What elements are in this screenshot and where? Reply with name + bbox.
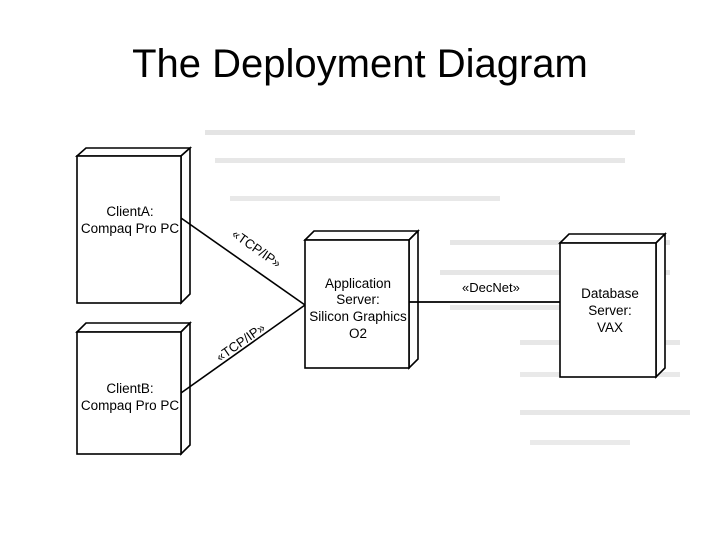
- app-server-line-4: O2: [349, 326, 367, 341]
- app-server-line-3: Silicon Graphics: [309, 309, 407, 324]
- connection-client-b-to-app-server: [180, 304, 306, 394]
- label-decnet: «DecNet»: [462, 280, 520, 295]
- app-server-line-2: Server:: [336, 292, 380, 307]
- node-client-b: ClientB: Compaq Pro PC: [75, 321, 192, 456]
- connection-client-a-to-app-server: [180, 217, 306, 306]
- app-server-line-1: Application: [325, 276, 391, 291]
- slide-title: The Deployment Diagram: [132, 42, 588, 86]
- client-b-name: ClientB:: [106, 381, 153, 396]
- client-a-device: Compaq Pro PC: [81, 221, 180, 236]
- client-b-device: Compaq Pro PC: [81, 398, 180, 413]
- label-tcpip-upper: «TCP/IP»: [229, 226, 284, 271]
- label-tcpip-lower: «TCP/IP»: [213, 320, 268, 365]
- node-application-server: Application Server: Silicon Graphics O2: [303, 229, 420, 370]
- db-server-line-2: Server:: [588, 303, 632, 318]
- db-server-line-1: Database: [581, 286, 639, 301]
- node-database-server: Database Server: VAX: [558, 232, 667, 379]
- node-client-a: ClientA: Compaq Pro PC: [74, 146, 193, 305]
- db-server-line-3: VAX: [597, 320, 623, 335]
- client-a-name: ClientA:: [106, 204, 153, 219]
